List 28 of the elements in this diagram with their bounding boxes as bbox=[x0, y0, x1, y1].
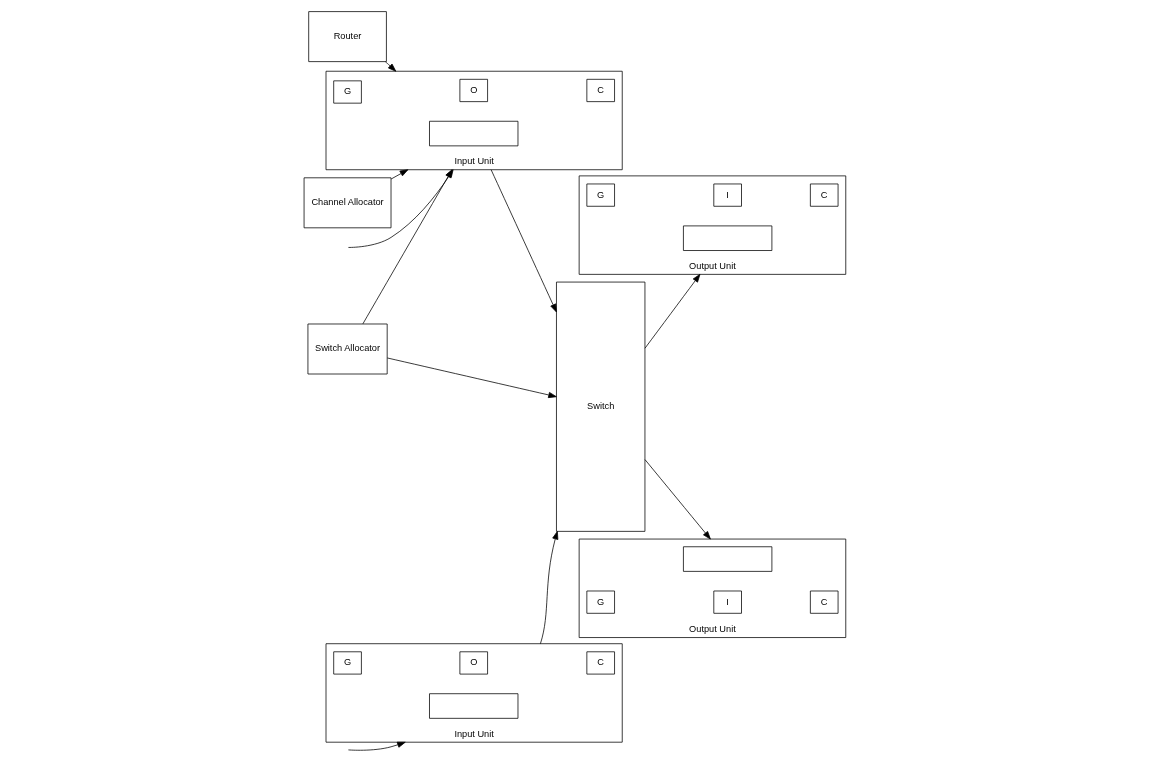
node-box: Channel Allocator bbox=[303, 177, 392, 229]
node-box: G bbox=[333, 651, 362, 675]
arrow bbox=[390, 169, 409, 180]
arrow bbox=[348, 741, 406, 751]
node-box bbox=[683, 546, 773, 572]
node-box: Router bbox=[308, 11, 387, 62]
node-box: I bbox=[713, 590, 742, 614]
node-box bbox=[683, 225, 773, 251]
arrow bbox=[384, 61, 397, 72]
node-box bbox=[429, 120, 519, 147]
node-box bbox=[429, 693, 519, 719]
node-box: C bbox=[586, 78, 615, 102]
arrow bbox=[386, 357, 557, 398]
node-box: O bbox=[459, 78, 488, 102]
node-box: C bbox=[810, 590, 839, 614]
node-box: O bbox=[459, 651, 488, 675]
arrow bbox=[540, 531, 559, 645]
node-box: G bbox=[333, 80, 362, 104]
node-box: I bbox=[713, 183, 742, 207]
node-box: G bbox=[586, 590, 615, 614]
arrow bbox=[490, 169, 557, 313]
node-box: C bbox=[810, 183, 839, 207]
node-box: Switch Allocator bbox=[307, 323, 388, 375]
node-box: G bbox=[586, 183, 615, 207]
node-box: C bbox=[586, 651, 615, 675]
arrow bbox=[644, 459, 711, 540]
node-box: Switch bbox=[556, 281, 646, 532]
arrow bbox=[644, 274, 701, 349]
